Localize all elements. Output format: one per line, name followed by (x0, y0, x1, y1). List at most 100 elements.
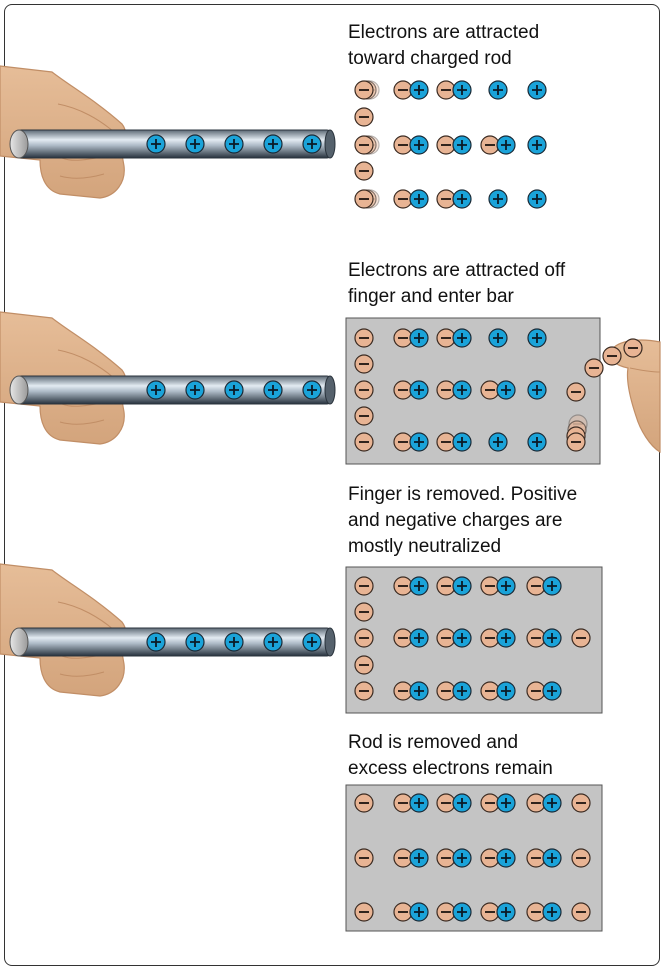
negative-charge (354, 380, 374, 400)
positive-charge (409, 681, 429, 701)
positive-charge (488, 189, 508, 209)
positive-charge (409, 628, 429, 648)
positive-charge (496, 848, 516, 868)
negative-charge (602, 346, 622, 366)
positive-charge (409, 902, 429, 922)
positive-charge (527, 328, 547, 348)
negative-charge (480, 848, 500, 868)
negative-charge (436, 135, 456, 155)
negative-charge (436, 432, 456, 452)
positive-charge (302, 134, 322, 154)
negative-charge (526, 848, 546, 868)
negative-charge (436, 793, 456, 813)
finger-crease (629, 367, 661, 373)
negative-charge (354, 107, 374, 127)
negative-charge (480, 902, 500, 922)
positive-charge (542, 681, 562, 701)
positive-charge (409, 576, 429, 596)
negative-charge (623, 338, 643, 358)
positive-charge (488, 328, 508, 348)
negative-charge (354, 432, 374, 452)
positive-charge (527, 189, 547, 209)
caption-line: excess electrons remain (348, 758, 553, 779)
positive-charge (542, 793, 562, 813)
negative-charge (436, 380, 456, 400)
negative-charge (393, 902, 413, 922)
positive-charge (409, 793, 429, 813)
negative-charge (436, 628, 456, 648)
metal-bar (345, 566, 603, 714)
negative-charge (393, 432, 413, 452)
caption-line: Rod is removed and (348, 732, 519, 753)
negative-charge (393, 80, 413, 100)
positive-charge (527, 380, 547, 400)
negative-charge (354, 354, 374, 374)
positive-charge (185, 380, 205, 400)
positive-charge (452, 135, 472, 155)
negative-charge (354, 406, 374, 426)
negative-charge (393, 848, 413, 868)
negative-charge (571, 628, 591, 648)
caption-line: Electrons are attracted (348, 22, 540, 43)
finger (609, 339, 661, 454)
positive-charge (452, 432, 472, 452)
positive-charge (263, 632, 283, 652)
positive-charge (496, 628, 516, 648)
positive-charge (527, 135, 547, 155)
positive-charge (452, 576, 472, 596)
negative-charge (393, 681, 413, 701)
positive-charge (496, 380, 516, 400)
positive-charge (302, 380, 322, 400)
positive-charge (409, 848, 429, 868)
charged-rod (9, 375, 336, 405)
knuckle-crease (59, 173, 105, 179)
positive-charge (452, 848, 472, 868)
positive-charge (452, 189, 472, 209)
positive-charge (302, 632, 322, 652)
negative-charge (571, 848, 591, 868)
negative-charge (354, 602, 374, 622)
negative-charge (566, 432, 586, 452)
negative-charge (393, 628, 413, 648)
negative-charge (436, 576, 456, 596)
negative-charge (480, 628, 500, 648)
negative-charge (436, 328, 456, 348)
positive-charge (496, 576, 516, 596)
thumb-crease (57, 601, 115, 631)
caption-panel-3: Finger is removed. Positive and negative… (348, 482, 577, 560)
charged-rod (9, 129, 336, 159)
positive-charge (224, 380, 244, 400)
caption-panel-2: Electrons are attracted off finger and e… (348, 258, 565, 310)
negative-charge (526, 681, 546, 701)
caption-line: and negative charges are (348, 510, 563, 531)
positive-charge (527, 432, 547, 452)
negative-charge (526, 576, 546, 596)
negative-charge (436, 681, 456, 701)
positive-charge (496, 135, 516, 155)
negative-charge (436, 902, 456, 922)
caption-line: Finger is removed. Positive (348, 484, 578, 505)
rod-end (9, 375, 29, 405)
positive-charge (263, 134, 283, 154)
negative-charge (480, 135, 500, 155)
positive-charge (224, 134, 244, 154)
negative-charge (393, 189, 413, 209)
positive-charge (527, 80, 547, 100)
caption-line: finger and enter bar (348, 286, 514, 307)
negative-charge (354, 628, 374, 648)
negative-charge (354, 576, 374, 596)
caption-line: mostly neutralized (348, 536, 502, 557)
positive-charge (409, 380, 429, 400)
positive-charge (496, 902, 516, 922)
negative-charge (393, 380, 413, 400)
caption-panel-4: Rod is removed and excess electrons rema… (348, 730, 553, 782)
positive-charge (263, 380, 283, 400)
positive-charge (496, 681, 516, 701)
positive-charge (409, 328, 429, 348)
positive-charge (452, 80, 472, 100)
knuckle-crease (59, 419, 105, 425)
positive-charge (452, 328, 472, 348)
positive-charge (409, 189, 429, 209)
knuckle-crease (59, 671, 105, 677)
positive-charge (224, 632, 244, 652)
